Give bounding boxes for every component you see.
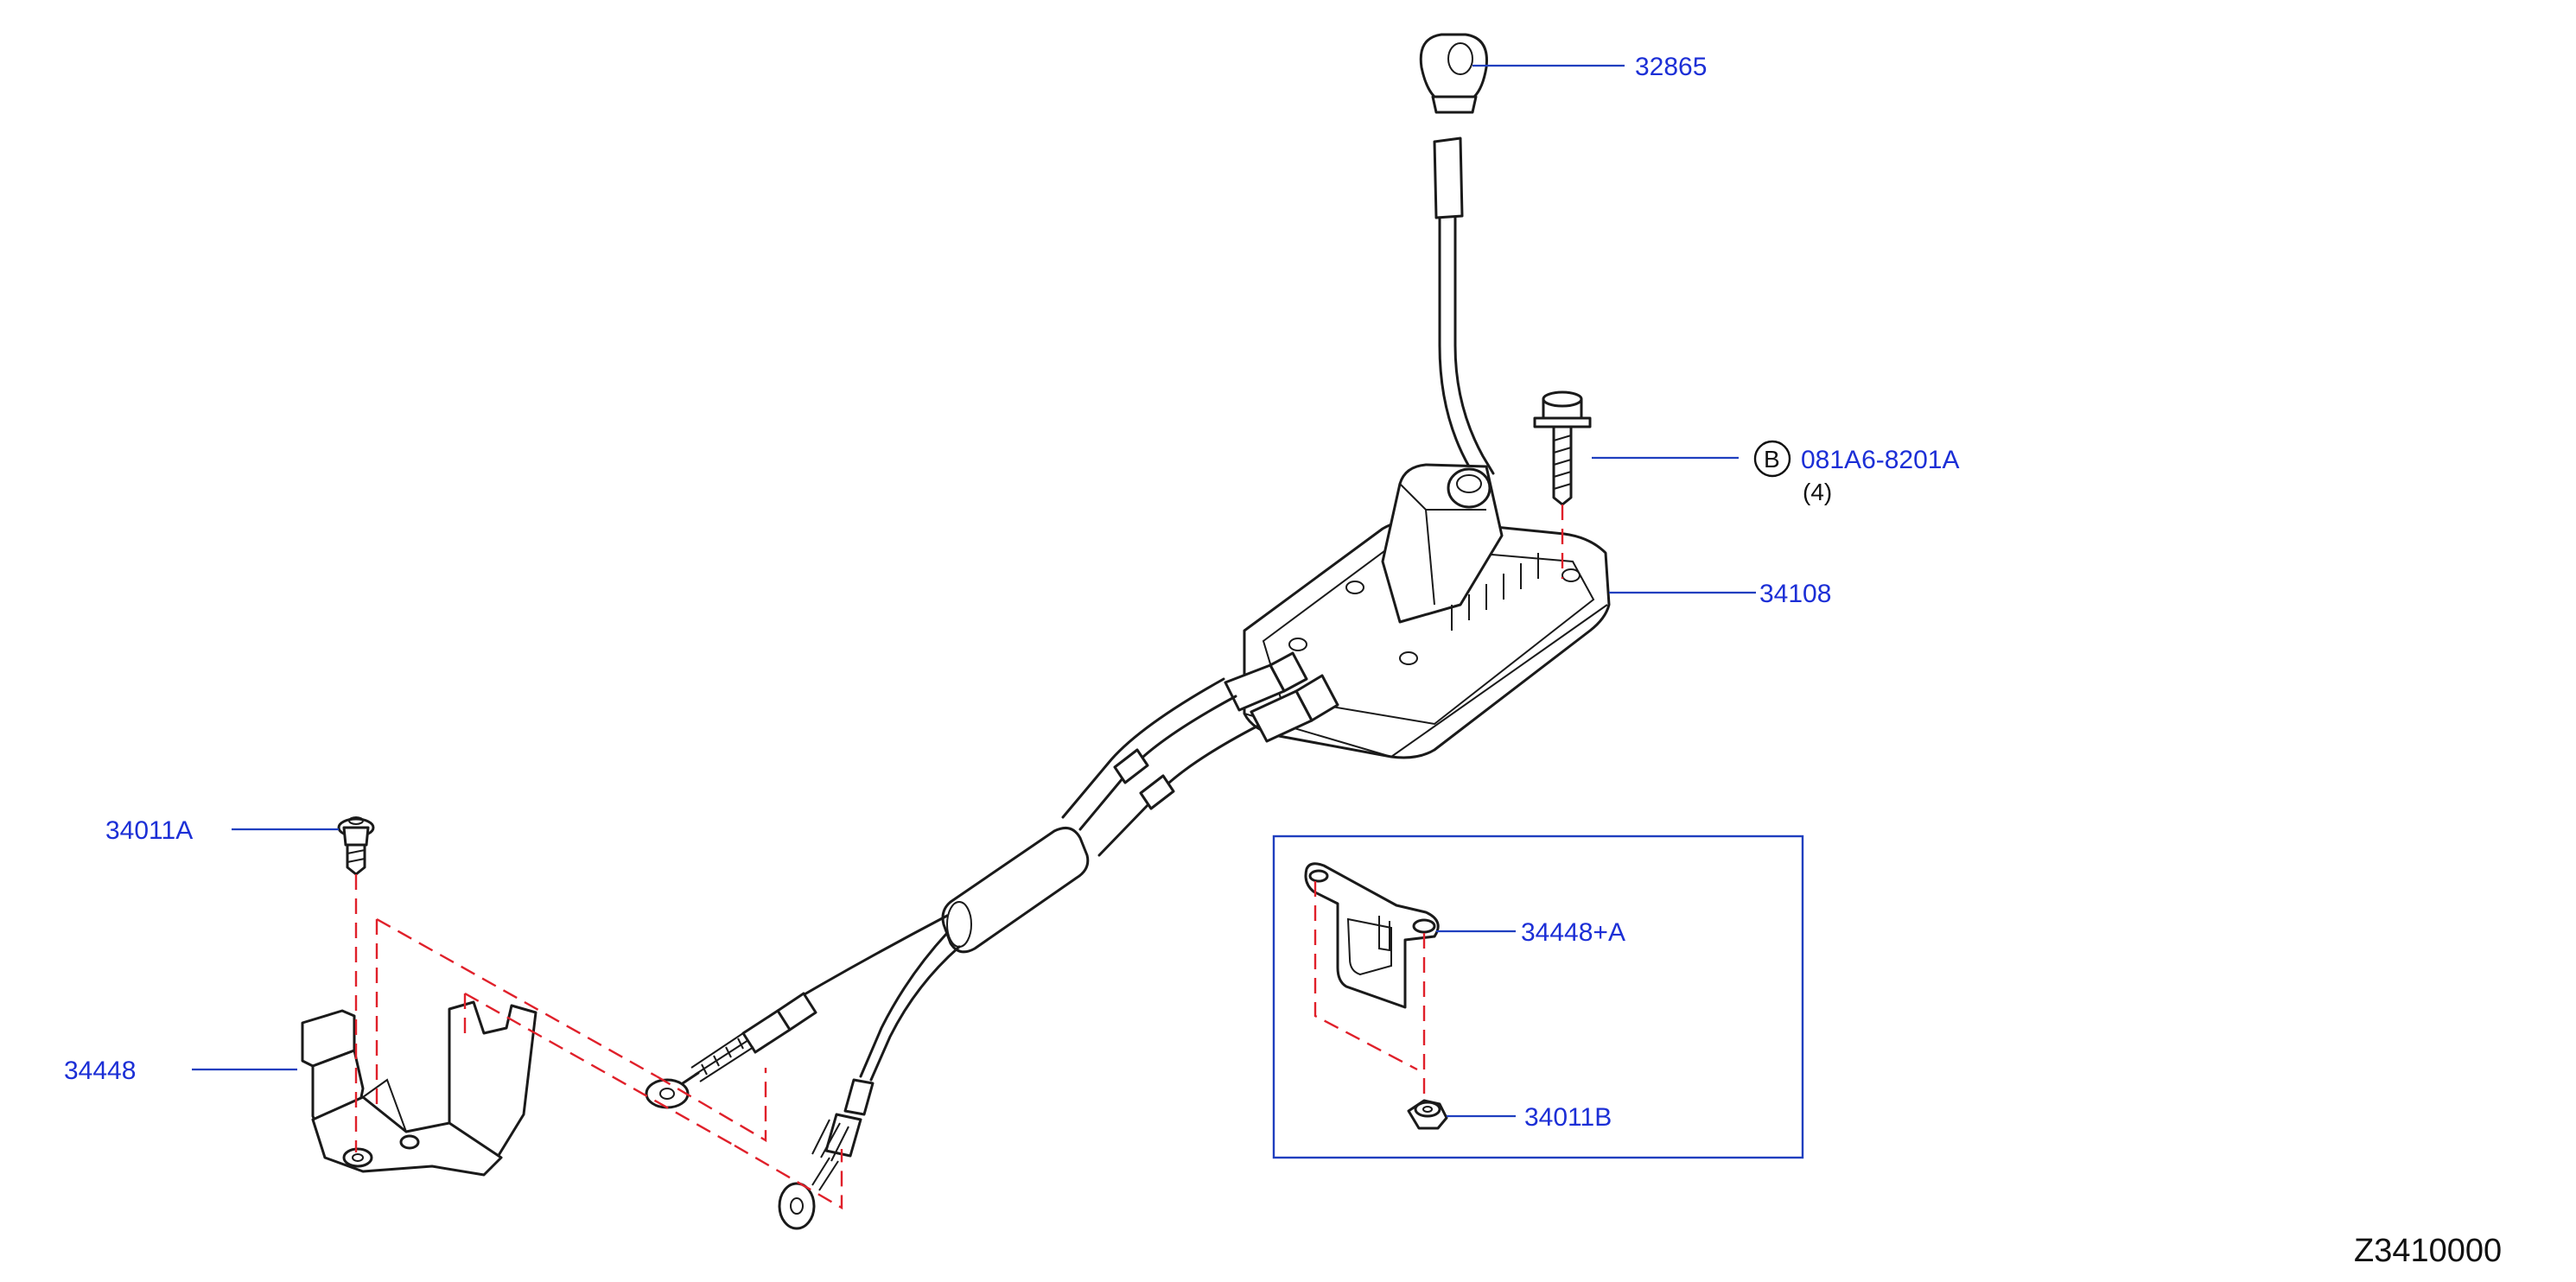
- leader-lines: [192, 64, 1756, 1118]
- bolt-ref-letter: B: [1764, 446, 1780, 473]
- callout-bracket-screw: 34011A: [105, 816, 193, 845]
- bracket-screw: [337, 816, 375, 876]
- assembly-lines: [354, 505, 1564, 1210]
- figure-code: Z3410000: [2354, 1233, 2502, 1269]
- callout-knob: 32865: [1635, 53, 1707, 81]
- shift-lever: [1433, 136, 1495, 486]
- control-cables: [645, 677, 1260, 1230]
- bolt-ref-circle: [1753, 440, 1791, 478]
- inset-panel: [1272, 835, 1804, 1159]
- callout-control-device: 34108: [1759, 580, 1831, 608]
- callout-inset-nut: 34011B: [1524, 1103, 1612, 1132]
- cable-bracket: [301, 1000, 537, 1177]
- callout-bolt-qty: (4): [1803, 479, 1832, 505]
- callout-bolt: 081A6-8201A: [1801, 446, 1960, 474]
- flange-bolt: [1533, 390, 1592, 506]
- shift-knob: [1419, 33, 1488, 114]
- callout-bracket: 34448: [64, 1057, 136, 1085]
- control-device: [1224, 463, 1611, 759]
- callout-inset-bracket: 34448+A: [1521, 918, 1625, 947]
